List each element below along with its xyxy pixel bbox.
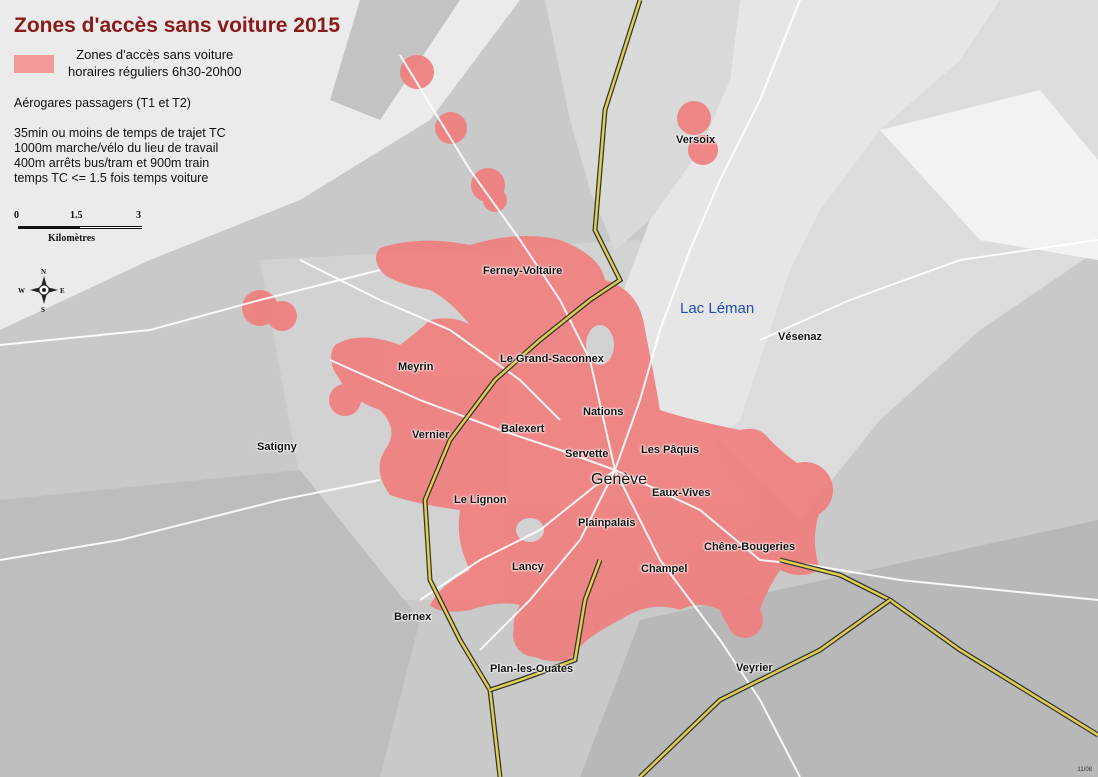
compass-labels: N S E W <box>18 268 68 318</box>
legend-criteria-2: 1000m marche/vélo du lieu de travail <box>14 141 219 155</box>
terrain-southwest <box>0 470 420 777</box>
compass-e: E <box>60 287 65 295</box>
place-vesenaz: Vésenaz <box>778 331 823 343</box>
legend-criteria-3: 400m arrêts bus/tram et 900m train <box>14 156 210 170</box>
place-plainpalais: Plainpalais <box>578 517 636 529</box>
place-plan-les-ouates: Plan-les-Ouates <box>490 663 574 675</box>
place-bernex: Bernex <box>394 611 432 623</box>
legend-zone-line2: horaires réguliers 6h30-20h00 <box>68 64 242 79</box>
legend-airport: Aérogares passagers (T1 et T2) <box>14 96 191 110</box>
scale-tick-end: 3 <box>136 210 141 221</box>
place-balexert: Balexert <box>501 423 545 435</box>
map-footer-code: 11/08 <box>1077 767 1092 773</box>
zone-gaps <box>516 325 614 542</box>
place-servette: Servette <box>565 448 609 460</box>
compass-w: W <box>18 287 25 295</box>
legend-zone-line1: Zones d'accès sans voiture <box>76 47 234 62</box>
compass-s: S <box>41 306 45 314</box>
place-veyrier: Veyrier <box>736 662 773 674</box>
place-nations: Nations <box>583 406 624 418</box>
place-geneve: Genève <box>591 471 648 488</box>
place-meyrin: Meyrin <box>398 361 434 373</box>
place-versoix: Versoix <box>676 134 716 146</box>
scale-unit: Kilomètres <box>48 233 96 244</box>
scale-bar: 0 1.5 3 Kilomètres <box>14 210 154 250</box>
legend-criteria-4: temps TC <= 1.5 fois temps voiture <box>14 171 209 185</box>
compass-n: N <box>41 268 47 276</box>
place-ferney-voltaire: Ferney-Voltaire <box>483 265 563 277</box>
place-le-grand-saconnex: Le Grand-Saconnex <box>500 353 604 365</box>
compass-rose <box>30 276 58 304</box>
lake-label: Lac Léman <box>680 300 755 317</box>
scale-tick-0: 0 <box>14 210 19 221</box>
place-lancy: Lancy <box>512 561 544 573</box>
place-eaux-vives: Eaux-Vives <box>652 487 711 499</box>
access-zone <box>242 55 833 662</box>
place-champel: Champel <box>641 563 688 575</box>
scale-tick-mid: 1.5 <box>70 210 83 221</box>
railway <box>422 0 1098 777</box>
place-vernier: Vernier <box>412 429 450 441</box>
legend-zone-label: Zones d'accès sans voiture horaires régu… <box>68 46 241 80</box>
legend-criteria-1: 35min ou moins de temps de trajet TC <box>14 126 226 140</box>
place-chene-bougeries: Chêne-Bougeries <box>704 541 796 553</box>
field-patch <box>880 90 1098 260</box>
place-le-lignon: Le Lignon <box>454 494 507 506</box>
place-les-paquis: Les Pâquis <box>641 444 700 456</box>
place-satigny: Satigny <box>257 441 297 453</box>
scale-bar-segment <box>80 227 142 228</box>
map-title: Zones d'accès sans voiture 2015 <box>14 14 340 37</box>
forest-patch <box>330 0 460 120</box>
legend-zone-swatch <box>14 55 54 73</box>
lake-shore-west <box>545 0 740 250</box>
